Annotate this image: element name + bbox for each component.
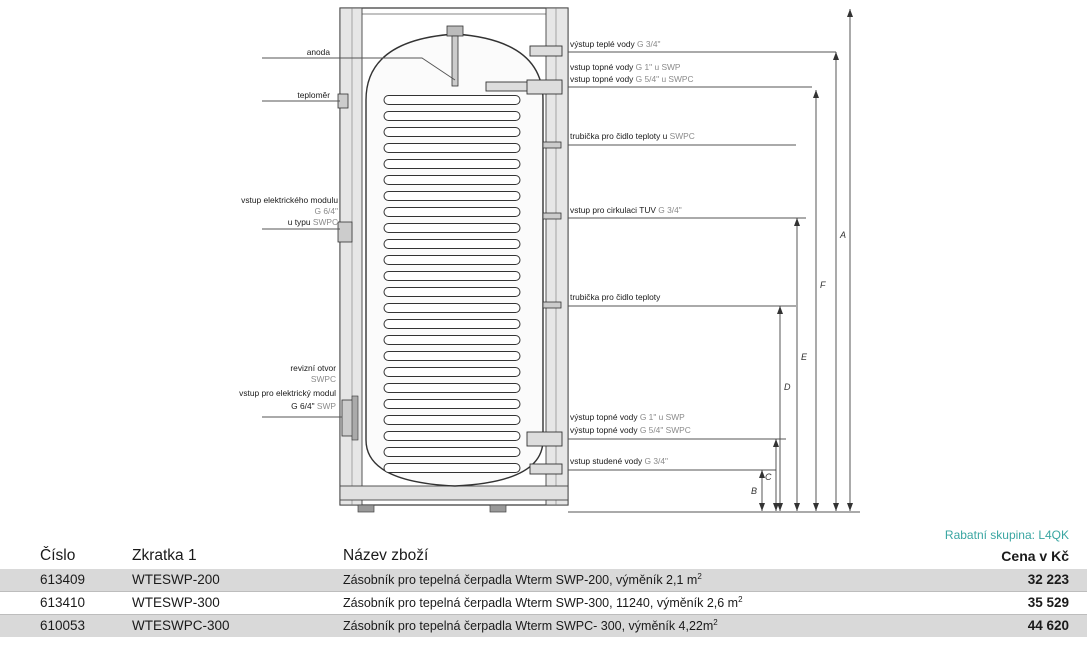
- table-row[interactable]: 610053 WTESWPC-300 Zásobník pro tepelná …: [0, 615, 1087, 637]
- dim-label-b: B: [751, 486, 757, 496]
- cell-cena: 35 529: [1027, 595, 1069, 610]
- heat-exchanger-coil: [383, 95, 521, 473]
- boiler-technical-diagram: anoda teploměr vstup elektrického modulu…: [239, 7, 860, 513]
- coil-loop: [383, 191, 521, 201]
- label-revizni-4: G 6/4" SWP: [291, 401, 336, 411]
- label-vstup-modulu-3: u typu SWPC: [288, 217, 338, 227]
- coil-loop: [383, 415, 521, 425]
- label-revizni-1: revizní otvor: [290, 363, 336, 373]
- coil-loop: [383, 399, 521, 409]
- header-cena: Cena v Kč: [1001, 548, 1069, 564]
- coil-loop: [383, 223, 521, 233]
- coil-loop: [383, 239, 521, 249]
- label-vystup-topne-3: výstup topné vody G 1" u SWP: [570, 412, 685, 422]
- label-vstup-modulu-2: G 6/4": [315, 206, 338, 216]
- coil-loop: [383, 431, 521, 441]
- left-labels: anoda teploměr vstup elektrického modulu…: [239, 47, 456, 418]
- label-vstup-topne-1: vstup topné vody G 1" u SWP: [570, 62, 681, 72]
- label-vstup-modulu-1: vstup elektrického modulu: [241, 195, 338, 205]
- label-revizni-3: vstup pro elektrický modul: [239, 388, 336, 398]
- coil-loop: [383, 383, 521, 393]
- coil-loop: [383, 351, 521, 361]
- rabatni-skupina: Rabatní skupina: L4QK: [944, 528, 1069, 542]
- label-trubicka-1: trubička pro čidlo teploty u SWPC: [570, 131, 695, 141]
- dim-label-c: C: [765, 472, 772, 482]
- coil-loop: [383, 127, 521, 137]
- coil-loop: [383, 111, 521, 121]
- coil-loop: [383, 463, 521, 473]
- cell-cislo: 613410: [40, 595, 86, 610]
- label-vystup-teple: výstup teplé vody G 3/4": [570, 39, 661, 49]
- header-nazev: Název zboží: [343, 547, 429, 564]
- dimension-lines: A F E D C B: [751, 9, 853, 511]
- table-row[interactable]: 613409 WTESWP-200 Zásobník pro tepelná č…: [0, 569, 1087, 591]
- anode: [446, 25, 464, 87]
- cell-zkratka: WTESWP-200: [132, 572, 220, 587]
- dim-label-f: F: [820, 280, 826, 290]
- label-revizni-2: SWPC: [311, 374, 336, 384]
- label-cirkulace: vstup pro cirkulaci TUV G 3/4": [570, 205, 682, 215]
- coil-loop: [383, 159, 521, 169]
- coil-loop: [383, 271, 521, 281]
- coil-loop: [383, 287, 521, 297]
- product-table: Číslo Zkratka 1 Název zboží Cena v Kč 61…: [0, 541, 1087, 637]
- coil-loop: [383, 303, 521, 313]
- label-vystup-topne-4: výstup topné vody G 5/4" SWPC: [570, 425, 691, 435]
- cell-cislo: 610053: [40, 618, 86, 633]
- label-trubicka-2: trubička pro čidlo teploty: [570, 292, 661, 302]
- coil-loop: [383, 367, 521, 377]
- cell-cislo: 613409: [40, 572, 86, 587]
- cell-zkratka: WTESWPC-300: [132, 618, 230, 633]
- header-zkratka: Zkratka 1: [132, 547, 197, 564]
- coil-loop: [383, 207, 521, 217]
- cell-zkratka: WTESWP-300: [132, 595, 220, 610]
- header-cislo: Číslo: [40, 547, 76, 564]
- right-labels: výstup teplé vody G 3/4" vstup topné vod…: [568, 39, 860, 513]
- coil-loop: [383, 175, 521, 185]
- coil-loop: [383, 447, 521, 457]
- table-header: Číslo Zkratka 1 Název zboží Cena v Kč: [0, 541, 1087, 569]
- cell-nazev: Zásobník pro tepelná čerpadla Wterm SWP-…: [343, 594, 743, 610]
- coil-loop: [383, 255, 521, 265]
- ports: [337, 45, 563, 475]
- label-teplomer: teploměr: [297, 90, 330, 100]
- table-row[interactable]: 613410 WTESWP-300 Zásobník pro tepelná č…: [0, 591, 1087, 615]
- cell-nazev: Zásobník pro tepelná čerpadla Wterm SWPC…: [343, 617, 718, 633]
- coil-loop: [383, 319, 521, 329]
- label-vstup-topne-2: vstup topné vody G 5/4" u SWPC: [570, 74, 694, 84]
- coil-loop: [383, 335, 521, 345]
- cell-cena: 44 620: [1027, 618, 1069, 633]
- label-vstup-studene: vstup studené vody G 3/4": [570, 456, 668, 466]
- dim-label-a: A: [839, 230, 846, 240]
- label-anoda: anoda: [307, 47, 331, 57]
- coil-loop: [383, 143, 521, 153]
- cell-cena: 32 223: [1027, 572, 1069, 587]
- dim-label-d: D: [784, 382, 791, 392]
- cell-nazev: Zásobník pro tepelná čerpadla Wterm SWP-…: [343, 571, 702, 587]
- coil-loop: [383, 95, 521, 105]
- dim-label-e: E: [801, 352, 808, 362]
